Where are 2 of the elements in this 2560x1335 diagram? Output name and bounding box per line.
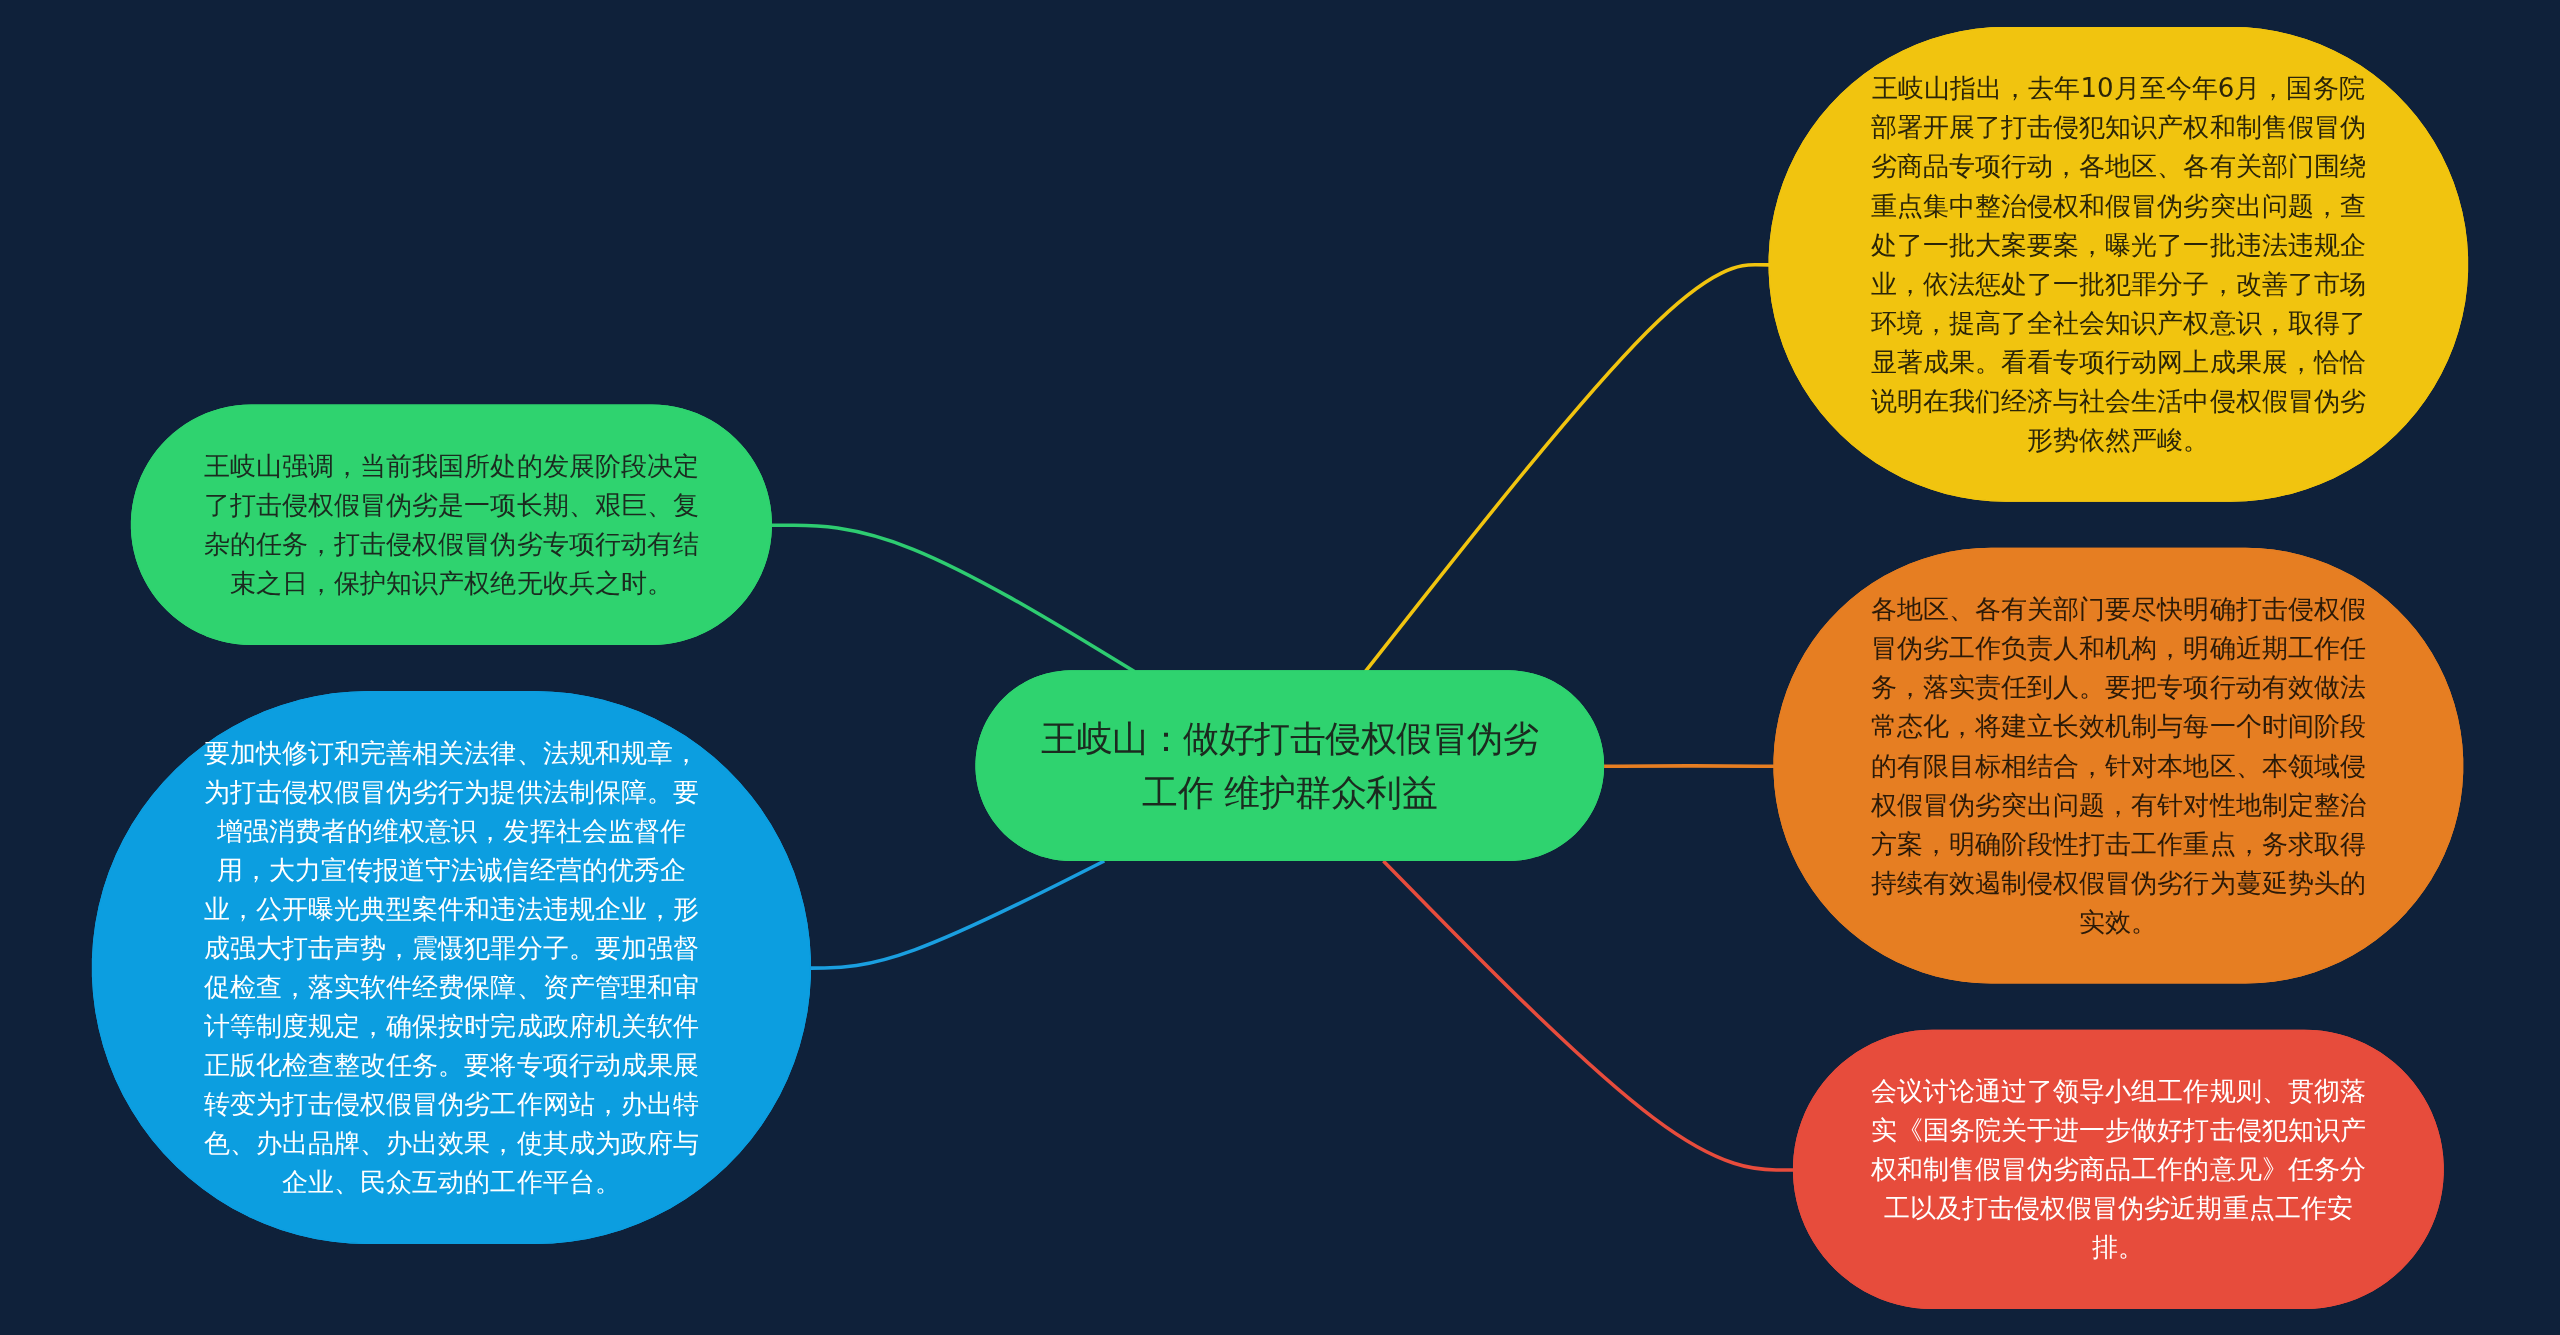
connector (810, 858, 1106, 970)
connector (1604, 763, 1775, 768)
